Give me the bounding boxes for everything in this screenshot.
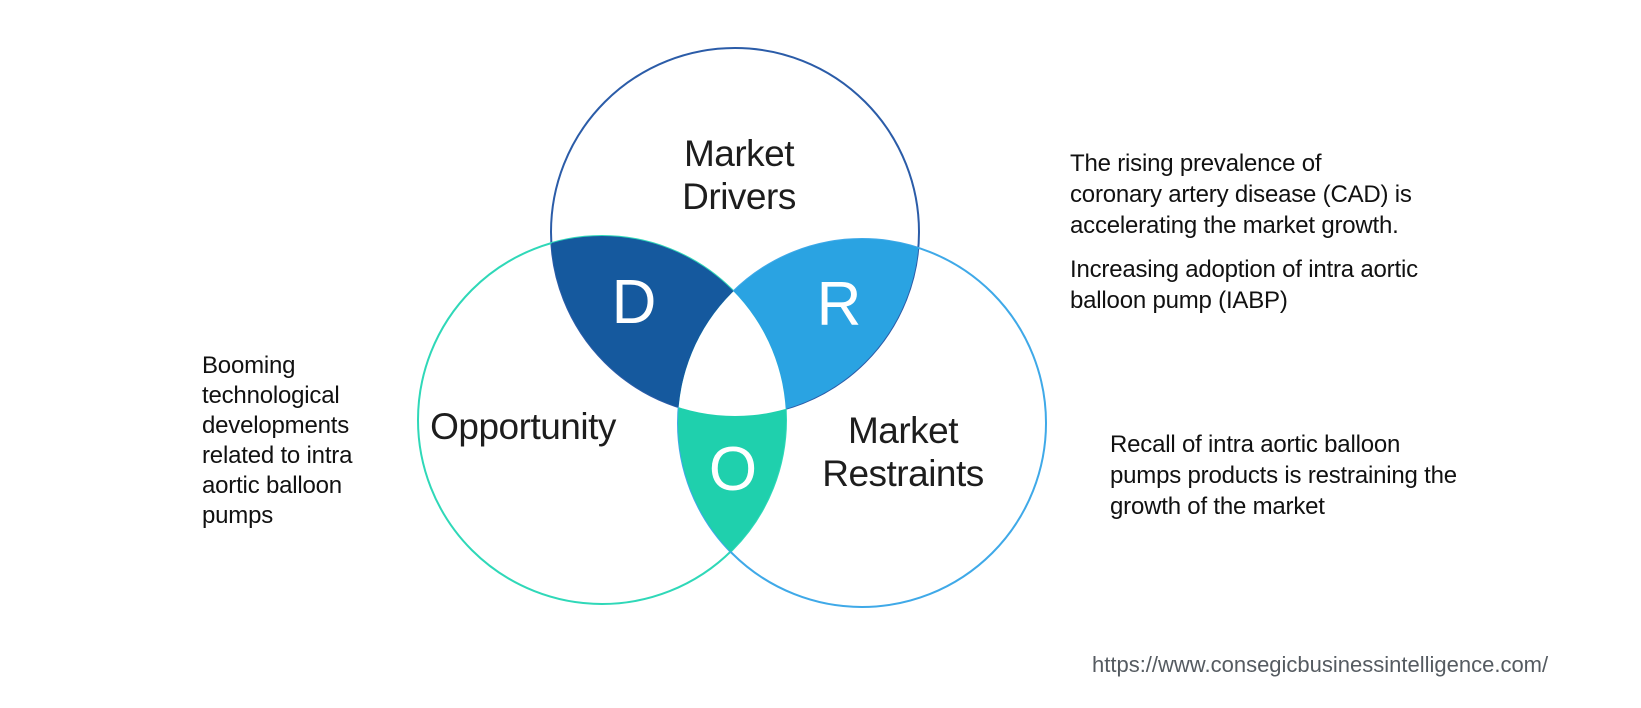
- restraints-lens-letter: R: [816, 270, 862, 339]
- list-item: The rising prevalence of coronary artery…: [1038, 148, 1458, 241]
- list-item: Increasing adoption of intra aortic ball…: [1038, 254, 1458, 316]
- restraints-lens: [678, 239, 919, 416]
- bullet-text: Increasing adoption of intra aortic ball…: [1070, 256, 1418, 314]
- opportunity-notes: Booming technological developments relat…: [170, 351, 420, 531]
- driver-notes: The rising prevalence of coronary artery…: [1038, 148, 1458, 316]
- restraints-circle-label: Market Restraints: [822, 410, 984, 494]
- list-item: Recall of intra aortic balloon pumps pro…: [1078, 429, 1478, 522]
- drivers-lens-letter: D: [611, 268, 657, 337]
- bullet-text: Recall of intra aortic balloon pumps pro…: [1110, 431, 1457, 520]
- opportunity-lens-letter: O: [708, 435, 758, 504]
- list-item: Booming technological developments relat…: [170, 351, 420, 531]
- drivers-lens: [551, 236, 786, 416]
- bullet-text: Booming technological developments relat…: [202, 352, 353, 529]
- source-url: https://www.consegicbusinessintelligence…: [1092, 652, 1549, 677]
- bullet-text: The rising prevalence of coronary artery…: [1070, 150, 1412, 239]
- drivers-circle-label: Market Drivers: [682, 133, 796, 217]
- opportunity-circle-label: Opportunity: [430, 406, 616, 447]
- restraint-notes: Recall of intra aortic balloon pumps pro…: [1078, 429, 1478, 522]
